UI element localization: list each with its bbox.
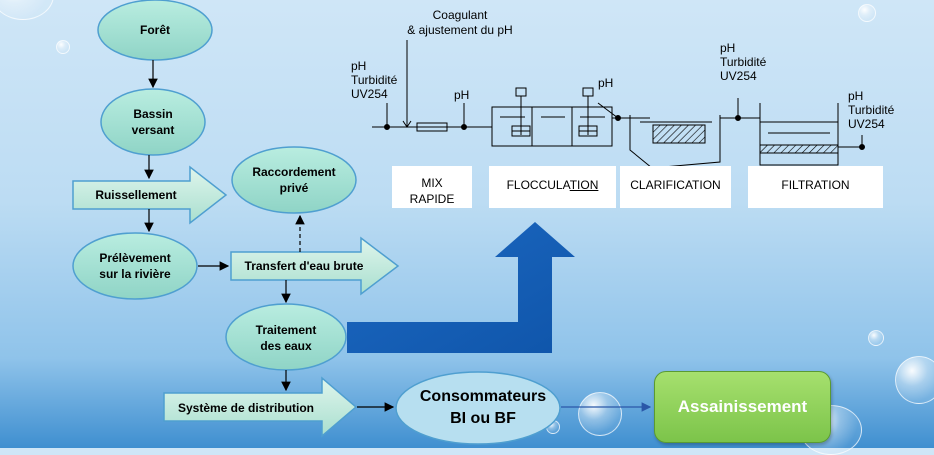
process-schematic — [372, 40, 865, 169]
label-ph-clarification: pH Turbidité UV254 — [720, 41, 767, 83]
label-mix-l1: MIX — [421, 176, 443, 190]
stage-box-flocculation — [489, 166, 616, 208]
label-assainissement: Assainissement — [677, 397, 808, 416]
label-traitement-l2: des eaux — [260, 339, 312, 353]
big-blue-arrow — [347, 222, 575, 353]
label-flocculation: FLOCCULATION — [489, 178, 616, 192]
label-traitement-l1: Traitement — [255, 323, 317, 337]
label-ph-inlet: pH Turbidité UV254 — [351, 59, 398, 101]
node-assainissement: Assainissement — [654, 371, 831, 443]
label-coagulant-l2: & ajustement du pH — [407, 23, 513, 37]
label-ph-filtration: pH Turbidité UV254 — [848, 89, 895, 131]
node-ruissellement — [72, 165, 228, 225]
stage-box-filtration — [748, 166, 883, 208]
label-bassin-l2: versant — [131, 123, 175, 137]
node-prelevement — [72, 232, 198, 300]
label-ph-floc: pH — [598, 76, 614, 90]
label-mix-l2: RAPIDE — [409, 192, 455, 206]
label-distribution: Système de distribution — [177, 401, 315, 415]
label-raccordement-l2: privé — [279, 181, 309, 195]
decor-bubble — [858, 4, 876, 22]
node-distribution — [163, 376, 358, 438]
decor-bubble — [56, 40, 70, 54]
stage-box-clarification — [620, 166, 731, 208]
label-bassin-l1: Bassin — [133, 107, 173, 121]
label-prelevement-l2: sur la rivière — [99, 267, 171, 281]
label-consommateurs-l1: Consommateurs — [419, 388, 547, 405]
label-consommateurs-l2: BI ou BF — [450, 410, 516, 427]
node-consommateurs — [395, 371, 561, 445]
decor-bubble — [868, 330, 884, 346]
label-ph-mix: pH — [454, 88, 470, 102]
label-transfert: Transfert d'eau brute — [244, 259, 364, 273]
label-foret: Forêt — [140, 23, 170, 37]
label-flocculation-prefix: FLOCCULA — [506, 178, 570, 192]
node-transfert — [230, 236, 400, 296]
label-clarification: CLARIFICATION — [630, 178, 721, 192]
decor-bubble — [578, 392, 622, 436]
node-raccordement — [231, 146, 357, 214]
label-ruissellement: Ruissellement — [95, 188, 177, 202]
stage-box-mix — [392, 166, 472, 208]
decor-bubble — [895, 356, 934, 404]
label-coagulant-l1: Coagulant — [432, 8, 488, 22]
label-filtration: FILTRATION — [781, 178, 850, 192]
label-prelevement-l1: Prélèvement — [99, 251, 171, 265]
node-bassin — [100, 88, 206, 156]
node-foret — [97, 0, 213, 61]
label-flocculation-suffix: TION — [569, 178, 599, 192]
label-raccordement-l1: Raccordement — [252, 165, 336, 179]
